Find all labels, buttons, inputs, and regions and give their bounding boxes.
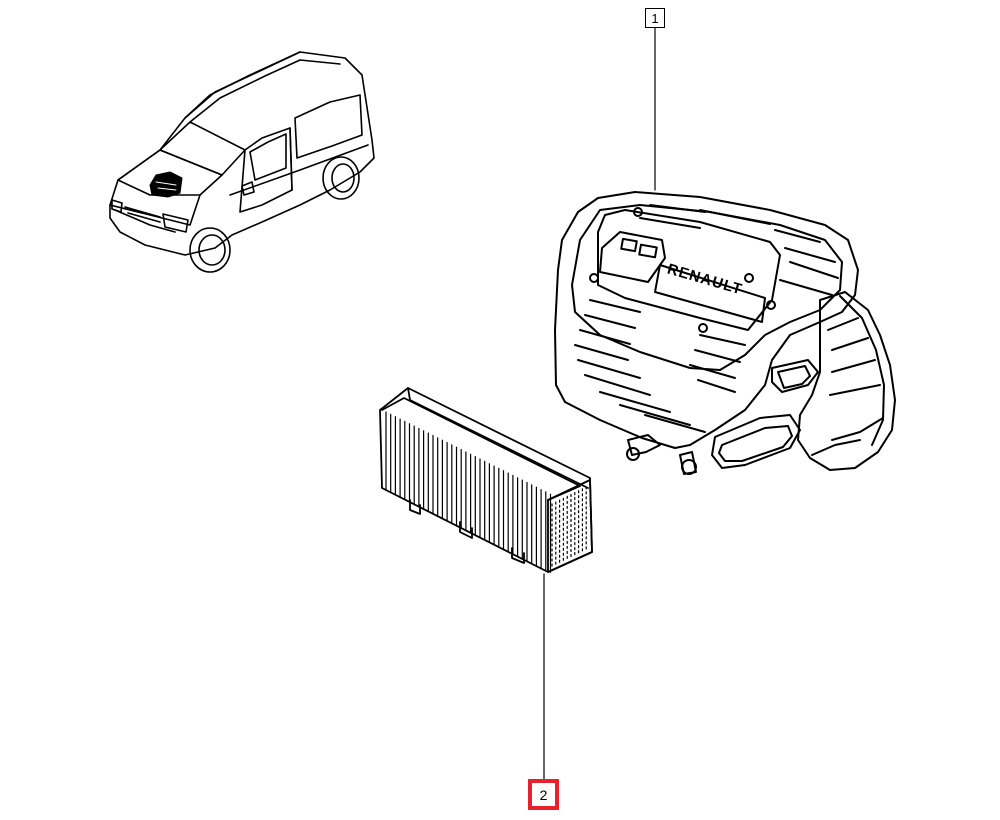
callout-2-label[interactable]: 2 (528, 779, 559, 810)
housing-logo-text: RENAULT (665, 261, 744, 299)
callout-1-label[interactable]: 1 (645, 8, 665, 28)
air-filter-housing (554, 191, 896, 475)
vehicle-locator-illustration (109, 51, 375, 273)
air-filter-element (379, 387, 593, 573)
callout-leader-lines (543, 27, 656, 780)
